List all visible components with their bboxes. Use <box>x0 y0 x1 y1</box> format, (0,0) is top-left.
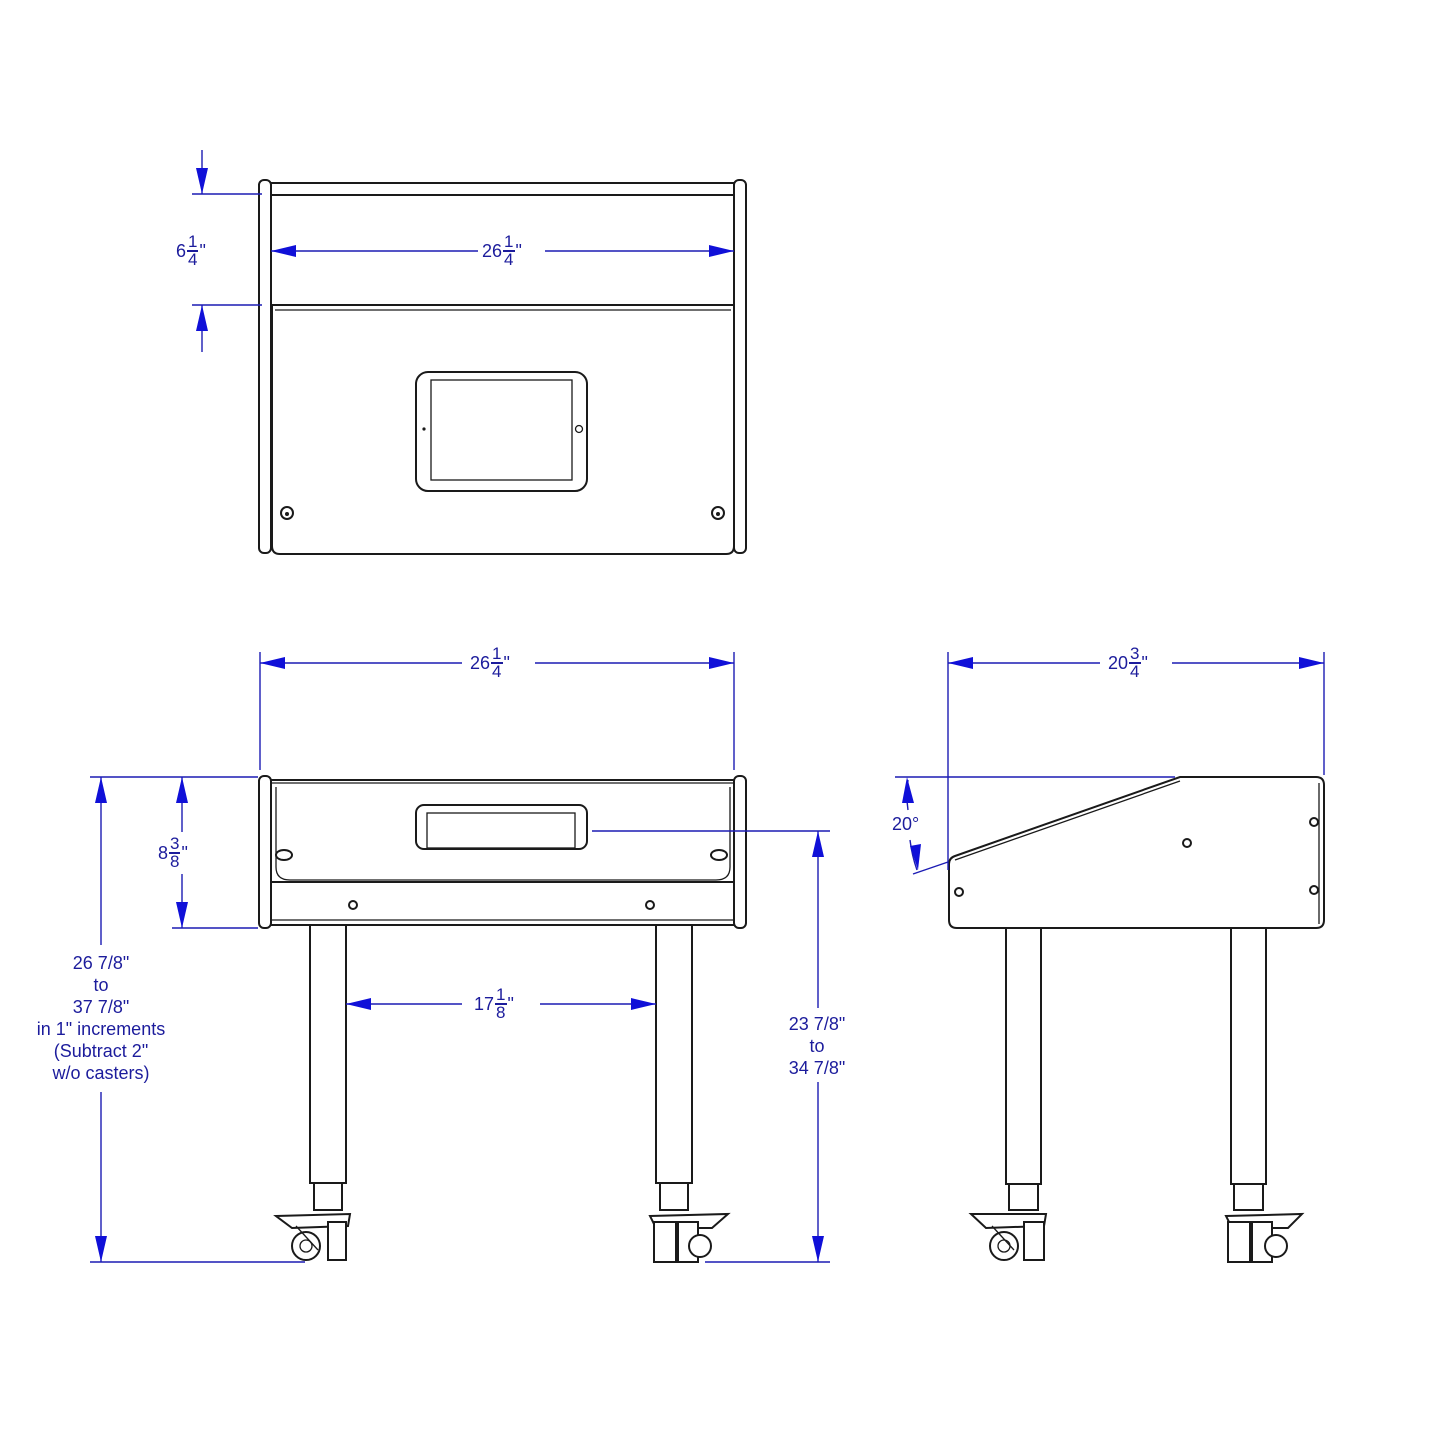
lock-icon <box>280 506 725 520</box>
screw-icon <box>275 849 728 910</box>
front-view <box>90 652 830 1263</box>
tablet-enclosure-icon <box>415 371 588 492</box>
caster-wheel-icon <box>968 1212 1305 1263</box>
dimension-label-overall-height: 26 7/8" to 37 7/8" in 1" increments (Sub… <box>26 952 176 1084</box>
side-view <box>895 652 1325 1263</box>
screw-icon <box>954 817 1319 897</box>
dimension-label-tablet-height: 23 7/8" to 34 7/8" <box>772 1013 862 1079</box>
caster-wheel-icon <box>273 1212 731 1263</box>
top-view <box>192 150 747 555</box>
tablet-enclosure-icon <box>415 804 588 850</box>
dimension-label-slope-angle: 20° <box>890 813 922 835</box>
